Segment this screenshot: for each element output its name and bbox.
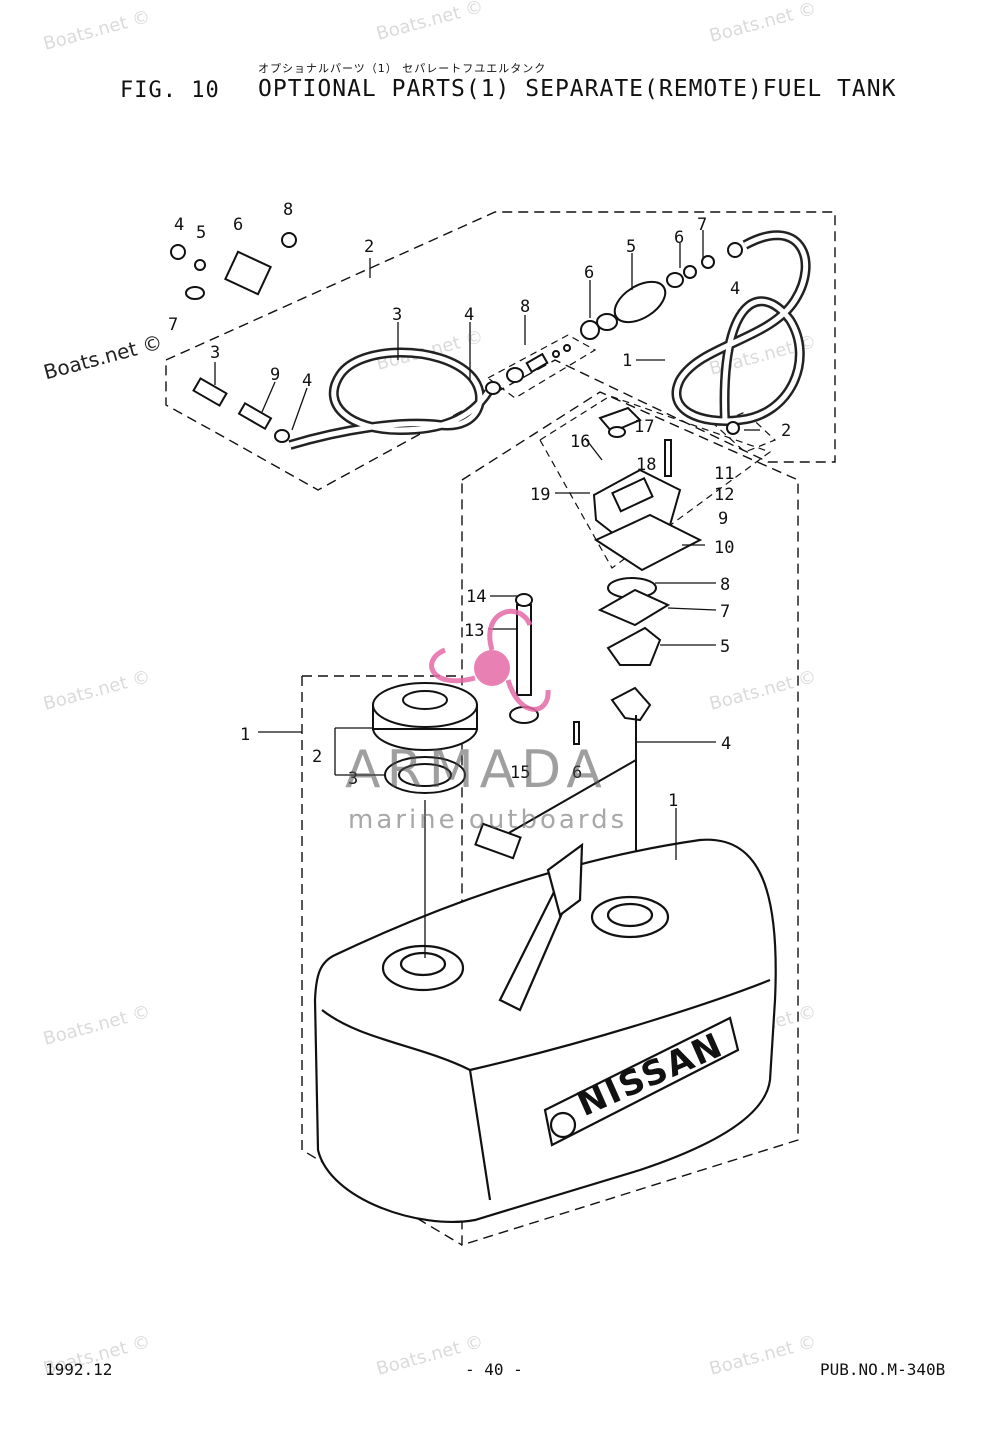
- callout: 8: [283, 200, 293, 220]
- callout: 2: [312, 747, 322, 767]
- callout: 15: [510, 763, 530, 783]
- callout: 3: [210, 343, 220, 363]
- armada-logo-text: ARMADA: [345, 740, 608, 800]
- armada-logo-subtitle: marine outboards: [348, 805, 628, 835]
- callout: 4: [464, 305, 474, 325]
- callout: 6: [674, 228, 684, 248]
- callout: 6: [233, 215, 243, 235]
- primer-bulb: [580, 242, 743, 340]
- gauge-assembly-outline: [461, 391, 799, 1246]
- callout: 3: [392, 305, 402, 325]
- figure-number: FIG. 10: [120, 78, 220, 103]
- callout: 4: [730, 279, 740, 299]
- callout: 5: [720, 637, 730, 657]
- page-number: - 40 -: [465, 1360, 523, 1379]
- callout: 6: [572, 763, 582, 783]
- hose-clamp-subgroup-outline: [713, 411, 777, 453]
- engine-connector: [170, 232, 297, 443]
- callout: 17: [634, 417, 654, 437]
- callout: 9: [270, 365, 280, 385]
- callout: 4: [302, 371, 312, 391]
- callout: 8: [520, 297, 530, 317]
- primer-fittings: [485, 344, 740, 435]
- callout: 1: [622, 351, 632, 371]
- gauge-rod: [509, 593, 580, 745]
- callout: 13: [464, 621, 484, 641]
- hose-assembly-outline: [165, 211, 836, 491]
- callout: 19: [530, 485, 550, 505]
- fuel-cap: [372, 682, 478, 794]
- callout: 11: [714, 464, 734, 484]
- callout: 4: [721, 734, 731, 754]
- gauge-head-outline: [539, 395, 772, 569]
- callout: 1: [240, 725, 250, 745]
- fuel-tank-body: [313, 838, 777, 1224]
- callout: 3: [348, 769, 358, 789]
- callout: 9: [718, 509, 728, 529]
- callout-numbers: 4 5 6 8 7 3 9 4 2 3 4 8 6 5 6 7 4 1 2 1 …: [168, 200, 791, 811]
- figure-title: OPTIONAL PARTS(1) SEPARATE(REMOTE)FUEL T…: [258, 76, 897, 102]
- callout: 5: [196, 223, 206, 243]
- callout: 5: [626, 237, 636, 257]
- callout: 18: [636, 455, 656, 475]
- leader-lines: [214, 230, 760, 958]
- callout: 12: [714, 485, 734, 505]
- publication-date: 1992.12: [45, 1360, 113, 1379]
- callout: 8: [720, 575, 730, 595]
- primer-subgroup-outline: [486, 334, 597, 399]
- callout: 10: [714, 538, 734, 558]
- callout: 7: [720, 602, 730, 622]
- callout: 6: [584, 263, 594, 283]
- callout: 4: [174, 215, 184, 235]
- callout: 1: [668, 791, 678, 811]
- callout: 2: [781, 421, 791, 441]
- callout: 7: [697, 215, 707, 235]
- callout: 7: [168, 315, 178, 335]
- callout: 16: [570, 432, 590, 452]
- publication-number: PUB.NO.M-340B: [820, 1360, 946, 1379]
- callout: 14: [466, 587, 486, 607]
- japanese-title: オプショナルパーツ（1） セパレートフユエルタンク: [258, 62, 547, 75]
- callout: 2: [364, 237, 374, 257]
- armada-logo-mark: [429, 608, 551, 712]
- gauge-head: [592, 406, 703, 722]
